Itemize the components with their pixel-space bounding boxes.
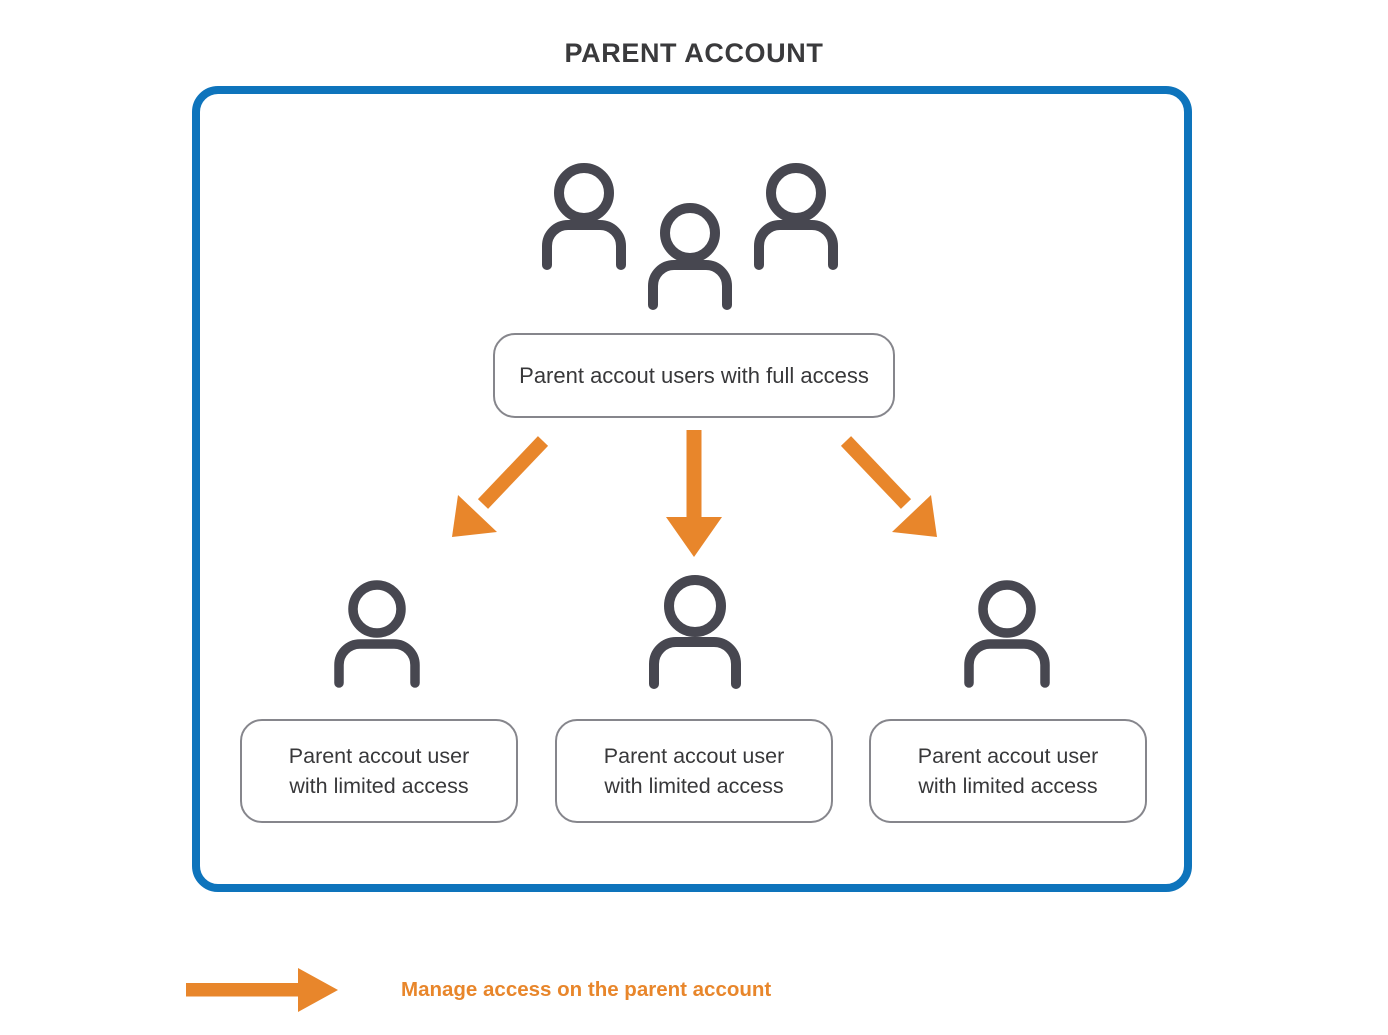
legend-label: Manage access on the parent account [401,978,772,1001]
user-icon [747,160,845,270]
user-icon [640,573,750,689]
user-icon [641,200,739,310]
user-icon [955,578,1059,688]
page-title: PARENT ACCOUNT [564,38,824,68]
limited-access-line-1: Parent accout user [603,744,785,768]
limited-access-line-2: with limited access [918,774,1098,798]
limited-access-line-1: Parent accout user [288,744,470,768]
three-users-group [535,160,865,315]
full-access-label-box: Parent accout users with full access [493,333,895,418]
limited-access-line-2: with limited access [289,774,469,798]
limited-access-line-2: with limited access [604,774,784,798]
legend: Manage access on the parent account [186,962,1186,1018]
limited-access-label-text: Parent accout user with limited access [908,741,1108,801]
limited-access-label-text: Parent accout user with limited access [594,741,794,801]
limited-access-label-text: Parent accout user with limited access [279,741,479,801]
user-icon [535,160,633,270]
limited-access-label-box: Parent accout user with limited access [869,719,1147,823]
limited-access-line-1: Parent accout user [917,744,1099,768]
right-arrow-icon [186,967,346,1013]
limited-access-label-box: Parent accout user with limited access [240,719,518,823]
limited-access-label-box: Parent accout user with limited access [555,719,833,823]
full-access-label-text: Parent accout users with full access [519,362,869,388]
user-icon [325,578,429,688]
